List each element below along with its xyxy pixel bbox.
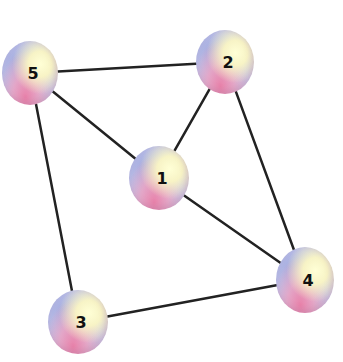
node-number: 1 — [156, 169, 167, 188]
node-sphere: 3 — [48, 290, 108, 354]
node-sphere: 4 — [276, 247, 334, 313]
node-number: 4 — [302, 271, 313, 290]
node-number: 5 — [27, 64, 38, 83]
graph-edge — [236, 92, 294, 250]
node-sphere: 2 — [196, 30, 254, 94]
node-number: 3 — [75, 313, 86, 332]
node-number: 2 — [222, 53, 233, 72]
graph-edge — [175, 89, 210, 151]
graph-edge — [53, 92, 135, 159]
graph-edge — [108, 285, 277, 316]
graph-edge — [58, 64, 196, 72]
node-sphere: 5 — [2, 41, 58, 105]
graph-edge — [36, 104, 72, 290]
graph-edge — [184, 196, 280, 263]
node-sphere: 1 — [129, 146, 189, 210]
